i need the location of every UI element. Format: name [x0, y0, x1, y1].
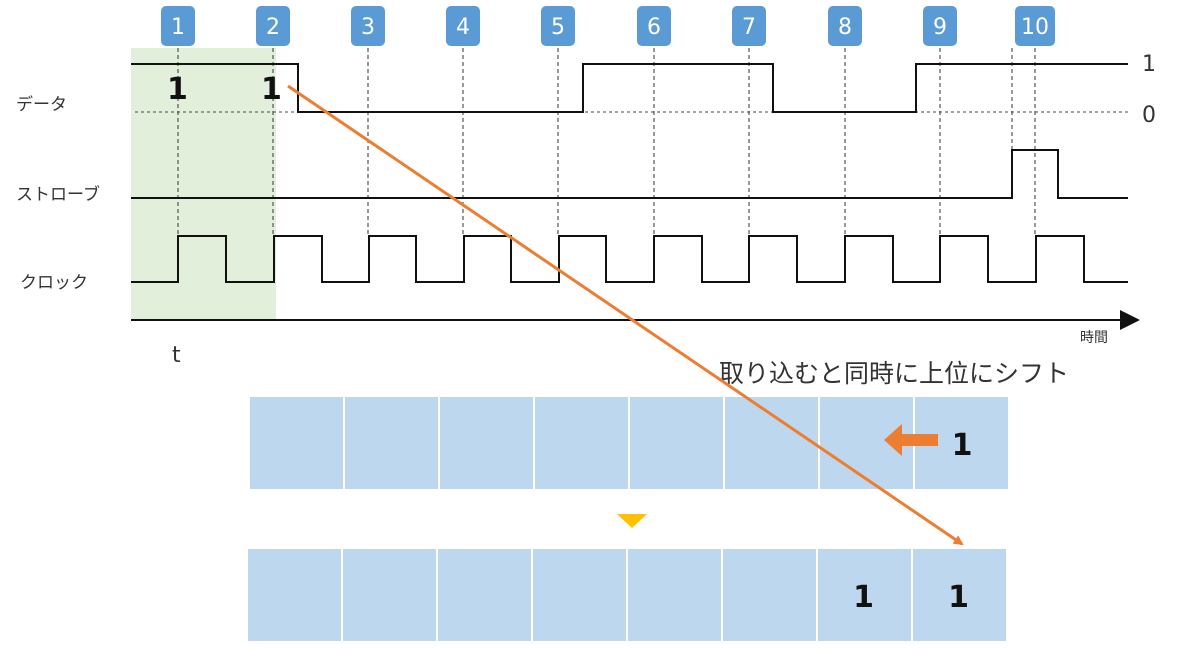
- register-cell: [343, 549, 436, 641]
- clock-number-box-bg: [161, 6, 195, 46]
- register-cell: [248, 549, 341, 641]
- clock-number-box-bg: [351, 6, 385, 46]
- time-axis-label: 時間: [1080, 330, 1108, 346]
- register-cell: [628, 549, 721, 641]
- clock-number-label: 2: [266, 15, 280, 40]
- down-triangle-icon: [617, 514, 647, 528]
- capture-arrow: [287, 84, 964, 546]
- register-cell: [440, 397, 533, 489]
- clock-number-box: 9: [923, 6, 957, 46]
- strobe-signal: [131, 149, 1128, 199]
- strobe-signal-label: ストローブ: [16, 184, 100, 205]
- sample-mark-1: 1: [167, 72, 188, 107]
- register-cell: [725, 397, 818, 489]
- clock-number-label: 4: [456, 15, 470, 40]
- clock-number-box: 6: [637, 6, 671, 46]
- register-before: 1: [250, 397, 1008, 489]
- clock-number-box: 8: [828, 6, 862, 46]
- register-cell: [630, 397, 723, 489]
- level-low-label: 0: [1142, 103, 1156, 128]
- clock-number-box-bg: [256, 6, 290, 46]
- clock-number-box: 3: [351, 6, 385, 46]
- clock-number-label: 5: [551, 15, 565, 40]
- clock-signal-label: クロック: [20, 273, 88, 293]
- time-axis-arrowhead: [1120, 310, 1140, 330]
- sample-mark-2: 1: [261, 72, 282, 107]
- clock-number-box: 4: [446, 6, 480, 46]
- clock-number-box: 10: [1015, 6, 1055, 46]
- period-highlight: [131, 48, 276, 320]
- clock-number-label: 8: [838, 15, 852, 40]
- clock-number-label: 10: [1021, 15, 1049, 40]
- period-t-label: t: [172, 343, 181, 368]
- clock-number-label: 7: [742, 15, 756, 40]
- clock-number-box-bg: [637, 6, 671, 46]
- data-signal-label: データ: [16, 94, 67, 115]
- clock-number-box: 5: [541, 6, 575, 46]
- register-bit: 1: [948, 580, 969, 615]
- clock-number-label: 3: [361, 15, 375, 40]
- register-cell: [818, 549, 911, 641]
- register-cell: [723, 549, 816, 641]
- clock-number-label: 9: [933, 15, 947, 40]
- sampling-lines: [177, 48, 1036, 236]
- register-cell: [250, 397, 343, 489]
- data-signal: [131, 63, 1128, 113]
- register-bit: 1: [853, 580, 874, 615]
- clock-number-label: 1: [171, 15, 185, 40]
- clock-signal: [131, 235, 1128, 283]
- clock-number-box-bg: [446, 6, 480, 46]
- clock-number-box: 1: [161, 6, 195, 46]
- clock-number-box-bg: [541, 6, 575, 46]
- clock-number-box-bg: [923, 6, 957, 46]
- clock-number-box: 2: [256, 6, 290, 46]
- register-cell: [533, 549, 626, 641]
- clock-number-box: 7: [732, 6, 766, 46]
- clock-number-box-bg: [828, 6, 862, 46]
- clock-number-box-bg: [1015, 6, 1055, 46]
- clock-number-boxes: 1 2 3 4 5 6 7 8 9 10: [161, 6, 1055, 46]
- register-bit: 1: [952, 428, 973, 463]
- shift-caption: 取り込むと同時に上位にシフト: [719, 359, 1069, 388]
- clock-number-box-bg: [732, 6, 766, 46]
- register-cell: [913, 549, 1006, 641]
- shift-left-arrow-icon: [884, 424, 938, 456]
- clock-number-label: 6: [647, 15, 661, 40]
- register-cell: [535, 397, 628, 489]
- register-cell: [345, 397, 438, 489]
- level-high-label: 1: [1142, 52, 1156, 77]
- register-cell: [438, 549, 531, 641]
